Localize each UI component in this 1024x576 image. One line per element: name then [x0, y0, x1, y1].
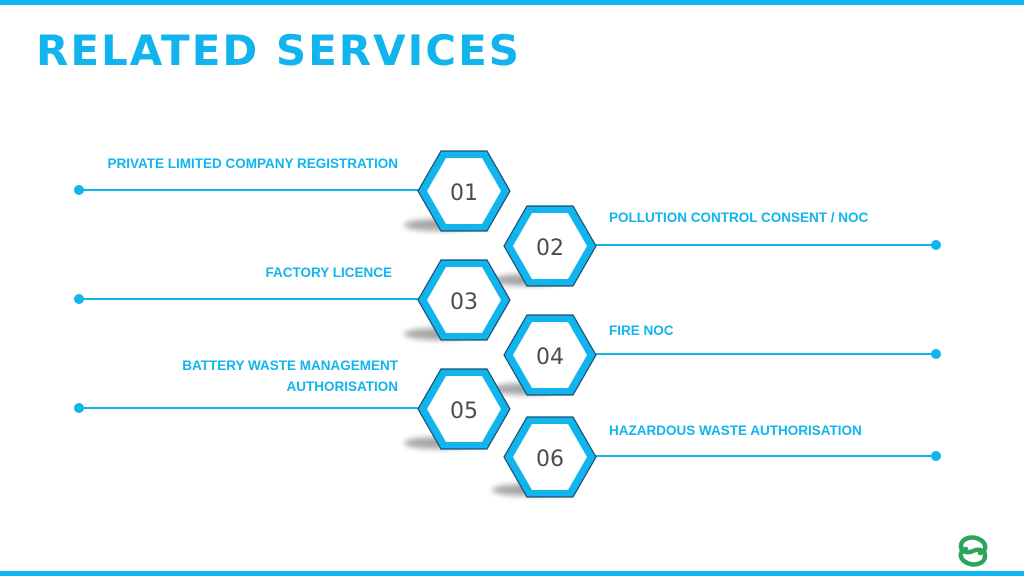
connector-lines: [74, 185, 941, 461]
service-label-05-line1: BATTERY WASTE MANAGEMENT: [182, 358, 398, 373]
connector-dot-04: [931, 349, 941, 359]
hexagon-number-02: 02: [536, 236, 564, 261]
service-label-04: FIRE NOC: [609, 323, 674, 338]
brand-logo-icon: [958, 535, 988, 567]
hexagon-02: 02: [492, 205, 597, 287]
service-label-02: POLLUTION CONTROL CONSENT / NOC: [609, 210, 869, 225]
service-label-01: PRIVATE LIMITED COMPANY REGISTRATION: [107, 156, 398, 171]
connector-dot-03: [74, 294, 84, 304]
service-label-05-line2: AUTHORISATION: [286, 379, 399, 394]
connector-dot-02: [931, 240, 941, 250]
hexagon-number-05: 05: [450, 399, 478, 424]
service-label-03: FACTORY LICENCE: [265, 265, 392, 280]
hexagon-number-04: 04: [536, 345, 564, 370]
connector-dot-06: [931, 451, 941, 461]
hexagon-number-03: 03: [450, 290, 478, 315]
hexagon-04: 04: [492, 314, 597, 396]
top-accent-bar: [0, 0, 1024, 5]
service-label-05: BATTERY WASTE MANAGEMENT AUTHORISATION: [182, 355, 398, 397]
connector-dot-05: [74, 403, 84, 413]
page-title: RELATED SERVICES: [36, 26, 522, 75]
hexagon-06: 06: [492, 416, 597, 498]
bottom-accent-bar: [0, 571, 1024, 576]
hexagon-03: 03: [404, 259, 511, 341]
service-label-06: HAZARDOUS WASTE AUTHORISATION: [609, 423, 862, 438]
hexagon-01: 01: [404, 150, 511, 232]
connector-dot-01: [74, 185, 84, 195]
hexagon-05: 05: [404, 368, 511, 450]
hexagon-number-01: 01: [450, 181, 478, 206]
hexagon-number-06: 06: [536, 447, 564, 472]
